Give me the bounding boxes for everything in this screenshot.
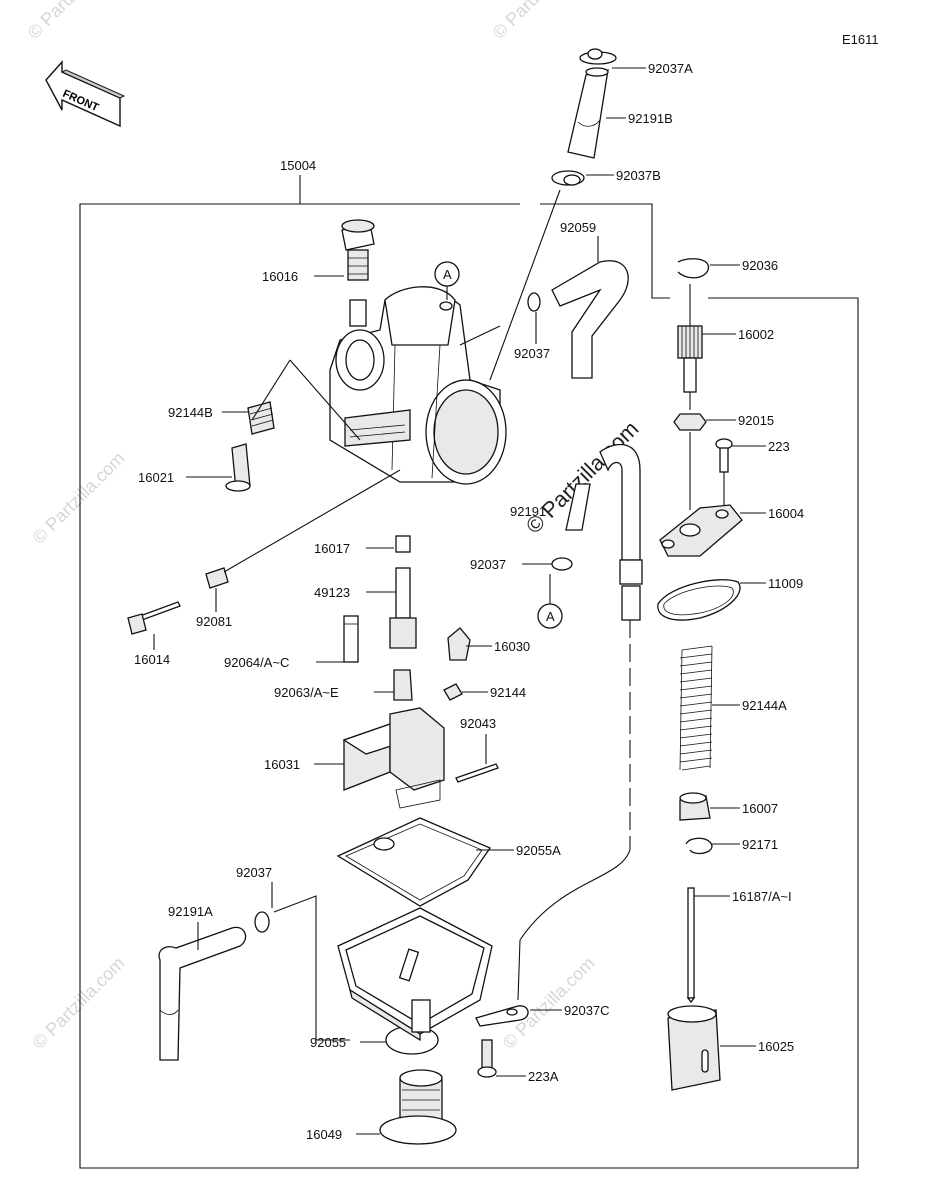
float-bowl-gasket-92055a [336, 817, 491, 907]
label-16031: 16031 [264, 757, 300, 772]
watermark-text: © Partzilla.com [29, 448, 129, 548]
tube-92191b [567, 67, 609, 159]
label-92055: 92055 [310, 1035, 346, 1050]
watermark-text: © Partzilla.com [24, 0, 124, 43]
carburetor-body-15004 [329, 261, 507, 485]
label-49123: 49123 [314, 585, 350, 600]
label-16014: 16014 [134, 652, 170, 667]
needle-retainer-16007 [679, 792, 711, 821]
label-16021: 16021 [138, 470, 174, 485]
hose-92059 [551, 260, 629, 379]
label-92144: 92144 [490, 685, 526, 700]
throttle-valve-16025 [667, 1005, 721, 1091]
clip-92037-low [254, 911, 270, 933]
air-screw-16014 [127, 601, 181, 635]
label-92064: 92064/A~C [224, 655, 289, 670]
assembly-frame [79, 175, 859, 1169]
label-16002: 16002 [738, 327, 774, 342]
ref-marker-a-mid: A [546, 609, 555, 624]
jet-needle-16187 [686, 887, 696, 1004]
label-92036: 92036 [742, 258, 778, 273]
tube-92191a [158, 926, 247, 1061]
label-92037-mid: 92037 [470, 557, 506, 572]
label-92191: 92191 [510, 504, 546, 519]
float-bowl [337, 907, 493, 1042]
label-92063: 92063/A~E [274, 685, 339, 700]
tube-92191 [565, 444, 643, 621]
label-92059: 92059 [560, 220, 596, 235]
main-jet-92063 [393, 669, 413, 701]
gasket-11009 [657, 579, 741, 621]
watermark-text: © Partzilla.com [29, 953, 129, 1053]
label-16017: 16017 [314, 541, 350, 556]
screw-223a [477, 1039, 497, 1078]
label-92037b: 92037B [616, 168, 661, 183]
circlip-92036 [677, 258, 709, 279]
watermarks: © Partzilla.com © Partzilla.com © Partzi… [24, 0, 644, 1053]
label-16049: 16049 [306, 1127, 342, 1142]
spring-92081 [205, 567, 229, 589]
leader-lines [153, 67, 766, 1135]
adjuster-16002 [677, 325, 703, 393]
callout-labels: 15004 92037A 92191B 92037B 92059 92036 1… [134, 61, 804, 1142]
float-valve-16030 [447, 627, 471, 661]
label-16004: 16004 [768, 506, 804, 521]
label-16030: 16030 [494, 639, 530, 654]
idle-screw-16021 [225, 443, 251, 492]
label-92081: 92081 [196, 614, 232, 629]
label-92191a: 92191A [168, 904, 213, 919]
stay-92037c [475, 1005, 529, 1027]
clip-92037-mid [551, 557, 573, 571]
clip-92144 [443, 683, 463, 701]
label-11009: 11009 [768, 576, 803, 591]
label-223: 223 [768, 439, 790, 454]
pilot-jet-92064 [343, 615, 359, 663]
label-92144b: 92144B [168, 405, 213, 420]
label-92037a: 92037A [648, 61, 693, 76]
label-92191b: 92191B [628, 111, 673, 126]
label-15004: 15004 [280, 158, 316, 173]
needle-jet-49123 [389, 567, 417, 649]
clamp-92037a [579, 48, 617, 65]
label-92171: 92171 [742, 837, 778, 852]
label-92055a: 92055A [516, 843, 561, 858]
clip-92037-top [527, 292, 541, 312]
jet-16017 [395, 535, 411, 553]
clamp-92037b [551, 170, 585, 186]
pin-92043 [455, 763, 499, 783]
front-arrow-icon: FRONT [45, 60, 126, 128]
watermark-text: © Partzilla.com [489, 0, 589, 43]
label-92015: 92015 [738, 413, 774, 428]
label-92037c: 92037C [564, 1003, 610, 1018]
float-16031 [342, 707, 445, 809]
label-16016: 16016 [262, 269, 298, 284]
label-92037-top: 92037 [514, 346, 550, 361]
diagram-code: E1611 [842, 32, 879, 47]
nut-92015 [673, 413, 707, 431]
label-16187: 16187/A~I [732, 889, 792, 904]
spring-92144a [679, 645, 713, 771]
label-92037-low: 92037 [236, 865, 272, 880]
label-92144a: 92144A [742, 698, 787, 713]
label-16025: 16025 [758, 1039, 794, 1054]
label-16007: 16007 [742, 801, 778, 816]
label-223a: 223A [528, 1069, 559, 1084]
screw-223 [715, 438, 733, 473]
e-clip-92171 [685, 837, 713, 855]
ref-marker-a-top: A [443, 267, 452, 282]
top-cap-16004 [659, 504, 743, 557]
label-92043: 92043 [460, 716, 496, 731]
float-bowl-plug-16049 [379, 1069, 457, 1145]
throttle-stop-screw-16016 [341, 219, 375, 327]
